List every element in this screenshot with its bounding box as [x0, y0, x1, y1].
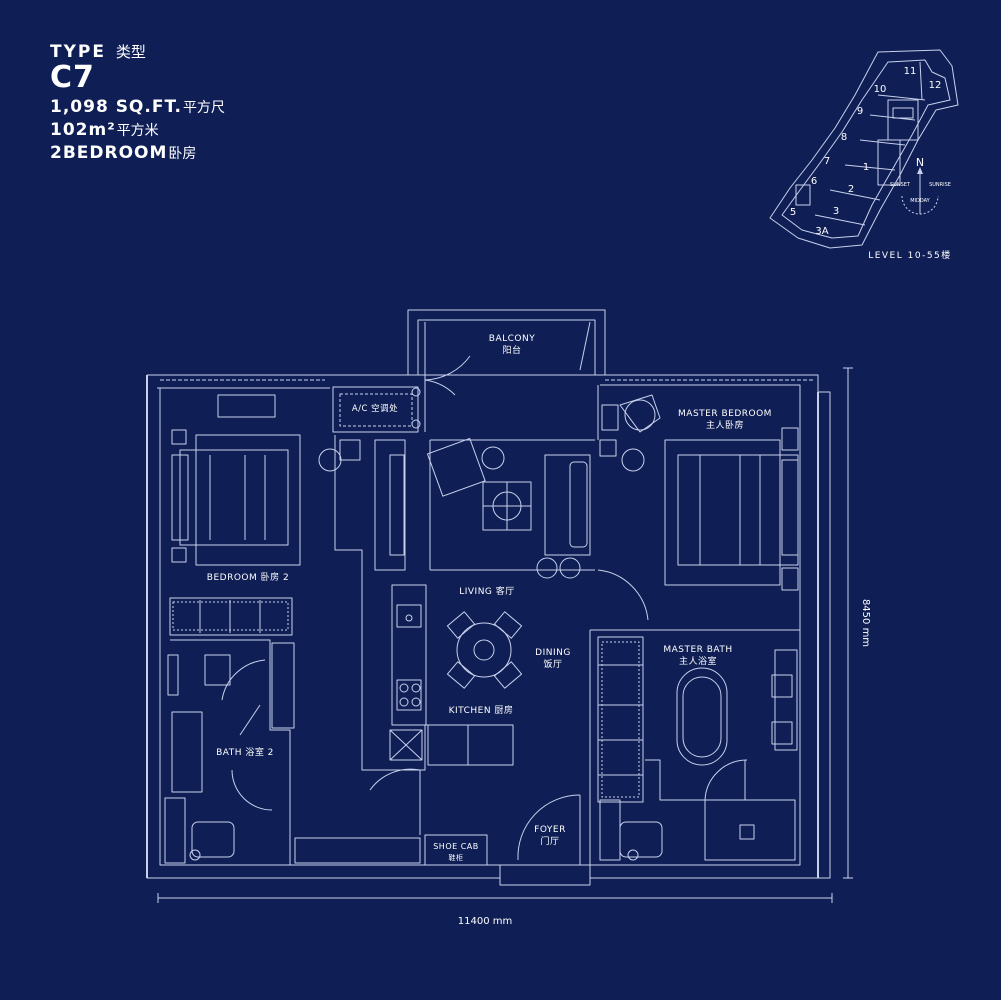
key-unit-5: 5: [790, 207, 796, 218]
key-unit-7: 7: [824, 156, 830, 167]
kitchen: [389, 584, 514, 766]
bedroom-2-label: BEDROOM 卧房 2: [207, 571, 289, 583]
kitchen-label: KITCHEN 厨房: [449, 704, 514, 716]
key-unit-2: 2: [848, 184, 854, 195]
key-unit-3: 3: [833, 206, 839, 217]
bedroom-2: [169, 394, 301, 636]
key-unit-9: 9: [857, 106, 863, 117]
dimension-lines: [157, 367, 853, 903]
living-label: LIVING 客厅: [459, 585, 515, 597]
area-sqft: 1,098 SQ.FT.: [50, 97, 182, 117]
foyer-label-zh: 门厅: [540, 835, 559, 847]
foyer: [294, 768, 581, 866]
compass-north-label: N: [916, 156, 924, 169]
master-bedroom-label-zh: 主人卧房: [706, 419, 744, 431]
compass-midday-label: MIDDAY: [910, 198, 930, 204]
type-label: TYPE: [50, 42, 106, 62]
key-unit-8: 8: [841, 132, 847, 143]
bedroom-count-zh: 卧房: [168, 146, 197, 162]
balcony-label-zh: 阳台: [502, 344, 521, 356]
unit-header: TYPE 类型 C7 1,098 SQ.FT.平方尺 102m²平方米 2BED…: [50, 44, 225, 162]
area-sqft-line: 1,098 SQ.FT.平方尺: [50, 99, 225, 116]
compass-sunset-label: SUNSET: [890, 182, 911, 188]
area-m2: 102m²: [50, 120, 116, 140]
master-bath-label-zh: 主人浴室: [679, 655, 717, 667]
width-dimension-label: 11400 mm: [458, 916, 512, 927]
balcony-label-en: BALCONY: [489, 334, 535, 344]
exterior-walls: [146, 374, 831, 886]
type-label-zh: 类型: [115, 43, 146, 61]
dining-label-zh: 饭厅: [543, 658, 562, 670]
area-m2-unit-zh: 平方米: [116, 123, 159, 139]
living-area: [318, 435, 649, 771]
level-label: LEVEL 10-55楼: [868, 249, 952, 261]
area-sqft-unit-zh: 平方尺: [182, 100, 225, 116]
compass-sunrise-label: SUNRISE: [929, 182, 951, 188]
bath-2: [164, 639, 295, 865]
ac-ledge-label: A/C 空调处: [352, 403, 398, 414]
bedroom-count: 2BEDROOM: [50, 143, 168, 163]
key-unit-10: 10: [874, 84, 887, 95]
area-m2-line: 102m²平方米: [50, 122, 225, 139]
master-bath-label-en: MASTER BATH: [663, 645, 732, 655]
shoe-cab-label-zh: 鞋柜: [449, 853, 464, 862]
bath-2-label: BATH 浴室 2: [216, 746, 274, 758]
key-unit-11: 11: [904, 66, 917, 77]
key-unit-12: 12: [929, 80, 942, 91]
dining-table: [446, 611, 523, 689]
key-plan: [769, 49, 959, 249]
master-bedroom: [589, 385, 800, 865]
ac-ledge: [332, 379, 456, 433]
key-plan-unit-labels: 11 12 10 9 8 7 1 6 2 5 3 3A: [790, 66, 942, 237]
balcony: [407, 309, 606, 381]
master-bedroom-label-en: MASTER BEDROOM: [678, 409, 772, 419]
room-labels: BALCONY 阳台 A/C 空调处 MASTER BEDROOM 主人卧房 B…: [207, 334, 772, 862]
key-unit-3a: 3A: [815, 226, 828, 237]
key-unit-6: 6: [811, 176, 817, 187]
master-bath: [599, 649, 798, 861]
type-heading: TYPE 类型: [50, 44, 225, 61]
dining-label-en: DINING: [535, 648, 571, 658]
key-unit-1: 1: [863, 162, 869, 173]
depth-dimension-label: 8450 mm: [860, 599, 871, 647]
shoe-cab-label-en: SHOE CAB: [433, 842, 479, 851]
bedrooms-line: 2BEDROOM卧房: [50, 145, 225, 162]
foyer-label-en: FOYER: [534, 825, 566, 835]
unit-code: C7: [50, 60, 95, 95]
